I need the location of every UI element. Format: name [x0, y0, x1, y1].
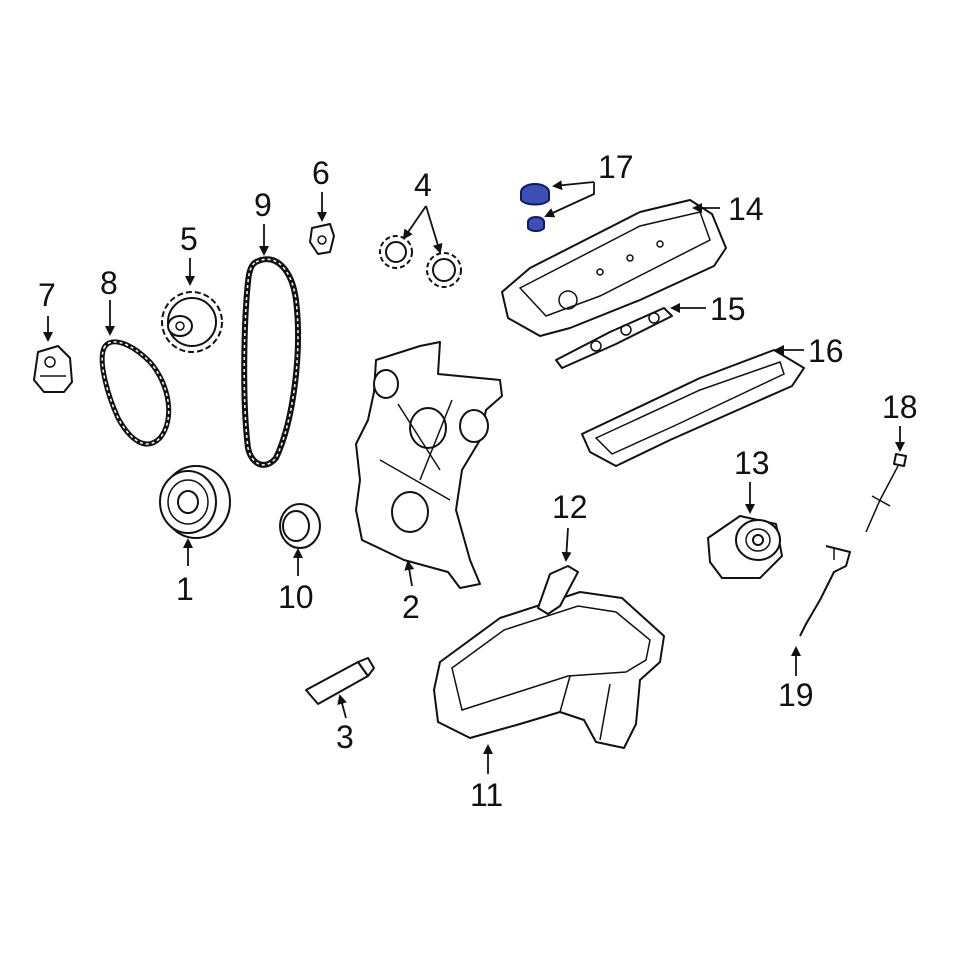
callout-14[interactable]: 14 [728, 191, 764, 227]
callout-17[interactable]: 17 [598, 149, 634, 185]
callout-9[interactable]: 9 [254, 187, 272, 223]
callout-2[interactable]: 2 [402, 589, 420, 625]
callout-13[interactable]: 13 [734, 445, 770, 481]
callout-3[interactable]: 3 [336, 719, 354, 755]
part-19-dipstick-tube[interactable] [799, 545, 851, 637]
part-12-oil-strainer[interactable] [537, 565, 579, 615]
part-6-tensioner[interactable] [309, 223, 335, 255]
callout-4[interactable]: 4 [414, 167, 432, 203]
part-16-gasket[interactable] [581, 349, 805, 467]
callout-leaders [43, 180, 905, 774]
callout-1[interactable]: 1 [176, 571, 194, 607]
part-8-timing-chain[interactable] [99, 339, 172, 447]
callout-labels: 1 2 3 4 5 6 7 8 9 10 11 12 13 14 15 16 1… [38, 149, 918, 813]
part-10-oil-seal[interactable] [279, 503, 321, 549]
part-2-timing-cover[interactable] [355, 341, 503, 589]
part-17-oil-filler-cap[interactable] [520, 183, 550, 232]
callout-8[interactable]: 8 [100, 265, 118, 301]
callout-11[interactable]: 11 [470, 777, 503, 813]
callout-12[interactable]: 12 [552, 489, 588, 525]
part-9-timing-chain[interactable] [241, 256, 301, 468]
part-13-oil-filter[interactable] [707, 515, 783, 579]
callout-7[interactable]: 7 [38, 277, 56, 313]
part-15-valve-cover-gasket[interactable] [555, 307, 673, 369]
part-14-valve-cover[interactable] [501, 199, 727, 337]
callout-19[interactable]: 19 [778, 677, 814, 713]
callout-10[interactable]: 10 [278, 579, 314, 615]
part-18-dipstick[interactable] [865, 453, 907, 533]
part-1-crank-pulley[interactable] [159, 465, 231, 539]
callout-16[interactable]: 16 [808, 333, 844, 369]
part-4-sprockets[interactable] [379, 235, 462, 288]
part-7-chain-tensioner[interactable] [33, 345, 73, 393]
callout-15[interactable]: 15 [710, 291, 746, 327]
part-11-oil-pan[interactable] [433, 591, 665, 749]
callout-5[interactable]: 5 [180, 221, 198, 257]
part-3-sealant-tube[interactable] [305, 657, 375, 705]
part-5-cam-sprocket[interactable] [161, 291, 223, 353]
callout-18[interactable]: 18 [882, 389, 918, 425]
callout-6[interactable]: 6 [312, 155, 330, 191]
